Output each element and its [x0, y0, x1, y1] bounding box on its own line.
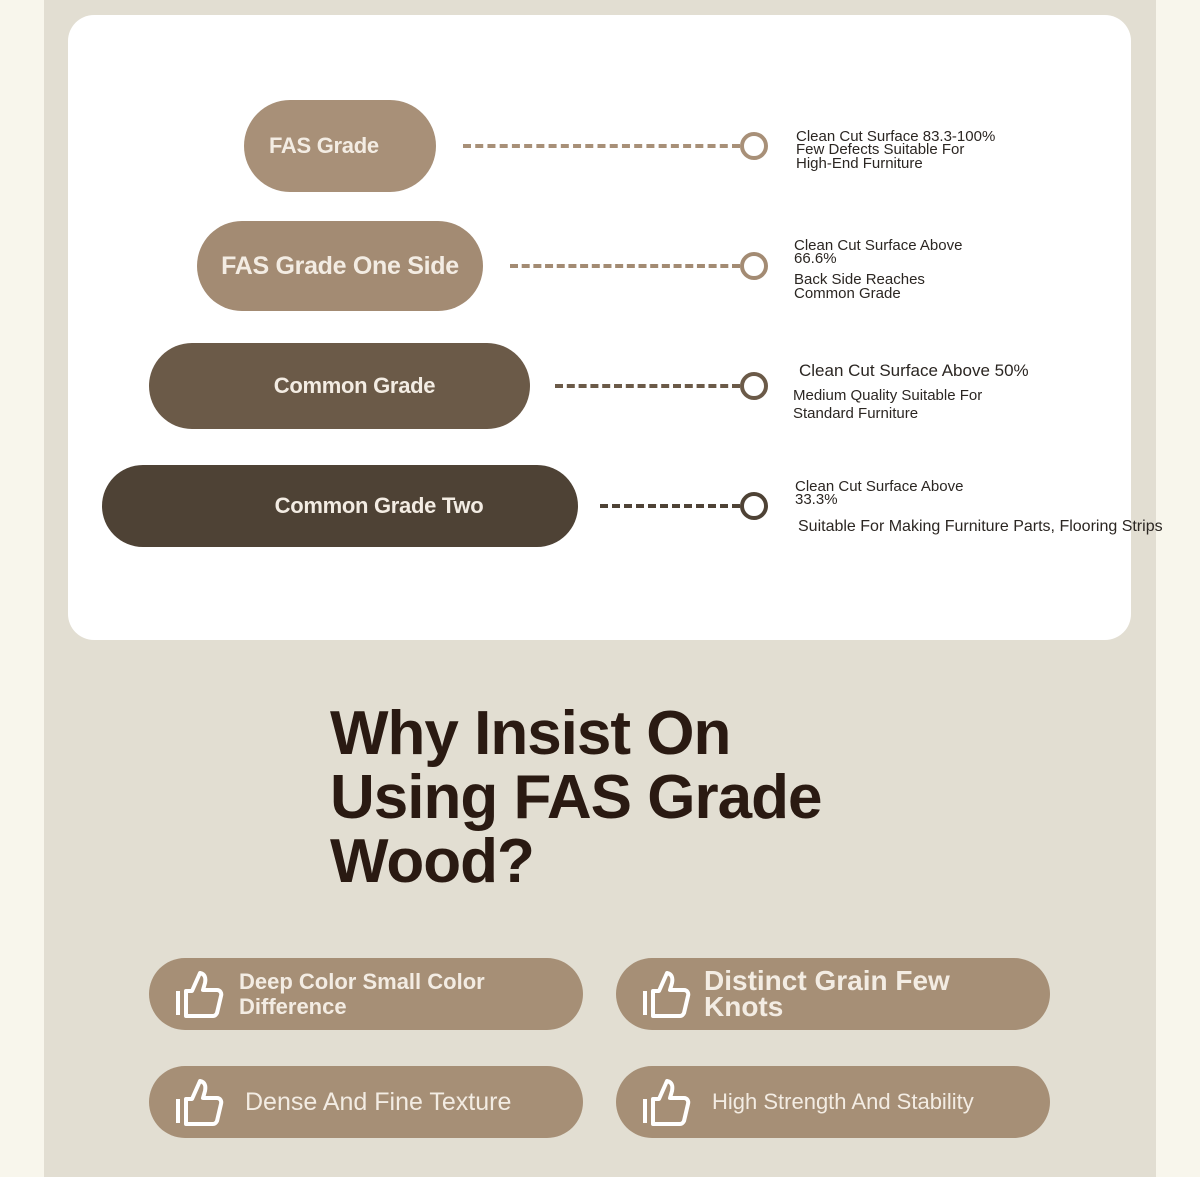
- connector-line: [600, 504, 740, 508]
- desc-line: Back Side Reaches: [794, 271, 925, 288]
- feature-text: Deep Color Small Color: [239, 969, 485, 994]
- desc-line: Clean Cut Surface 83.3-100%: [796, 128, 996, 145]
- desc-line: Clean Cut Surface Above 50%: [799, 361, 1029, 380]
- feature-pill: Dense And Fine Texture: [149, 1066, 583, 1138]
- connector-line: [510, 264, 740, 268]
- desc-line: High-End Furniture: [796, 155, 923, 172]
- heading-line: Why Insist On: [330, 699, 731, 768]
- desc-line: Clean Cut Surface Above: [795, 478, 964, 495]
- circle-marker: [740, 492, 768, 520]
- circle-marker: [740, 252, 768, 280]
- desc-line: Few Defects Suitable For: [796, 141, 965, 158]
- connector-line: [555, 384, 740, 388]
- feature-text: Dense And Fine Texture: [245, 1087, 512, 1116]
- feature-text: High Strength And Stability: [712, 1089, 974, 1114]
- feature-text: Distinct Grain Few: [704, 965, 950, 996]
- heading-line: Using FAS Grade: [330, 763, 822, 832]
- thumbs-up-icon: [176, 1079, 224, 1126]
- desc-line: 66.6%: [794, 250, 837, 267]
- grade-pill-common: Common Grade: [149, 343, 530, 429]
- grade-pill-common-two: Common Grade Two: [102, 465, 578, 547]
- desc-line: Common Grade: [794, 285, 901, 302]
- thumbs-up-icon: [643, 971, 691, 1018]
- thumbs-up-icon: [176, 971, 224, 1018]
- circle-marker: [740, 372, 768, 400]
- feature-text: Difference: [239, 994, 347, 1019]
- grade-label: Common Grade Two: [274, 493, 484, 518]
- grade-label: Common Grade: [273, 373, 436, 398]
- connector-line: [463, 144, 740, 148]
- heading-line: Wood?: [330, 827, 535, 896]
- grade-description: Clean Cut Surface Above 50% Medium Quali…: [793, 362, 1029, 423]
- desc-line: Clean Cut Surface Above: [794, 237, 963, 254]
- section-heading: Why Insist On Using FAS Grade Wood?: [330, 699, 822, 896]
- grade-pill-fas: FAS Grade: [244, 100, 436, 192]
- grade-label: FAS Grade: [269, 133, 379, 158]
- feature-text: Knots: [704, 991, 784, 1022]
- grade-pill-fas-one-side: FAS Grade One Side: [197, 221, 483, 311]
- grade-description: Clean Cut Surface Above 33.3% Suitable F…: [795, 478, 1163, 535]
- feature-pill: High Strength And Stability: [616, 1066, 1050, 1138]
- thumbs-up-icon: [643, 1079, 691, 1126]
- desc-line: Suitable For Making Furniture Parts, Flo…: [798, 518, 1163, 535]
- grade-description: Clean Cut Surface 83.3-100% Few Defects …: [796, 128, 996, 172]
- desc-line: 33.3%: [795, 491, 838, 508]
- grade-label: FAS Grade One Side: [221, 251, 459, 280]
- grade-description: Clean Cut Surface Above 66.6% Back Side …: [794, 237, 963, 302]
- desc-line: Standard Furniture: [793, 405, 919, 422]
- circle-marker: [740, 132, 768, 160]
- desc-line: Medium Quality Suitable For: [793, 387, 983, 404]
